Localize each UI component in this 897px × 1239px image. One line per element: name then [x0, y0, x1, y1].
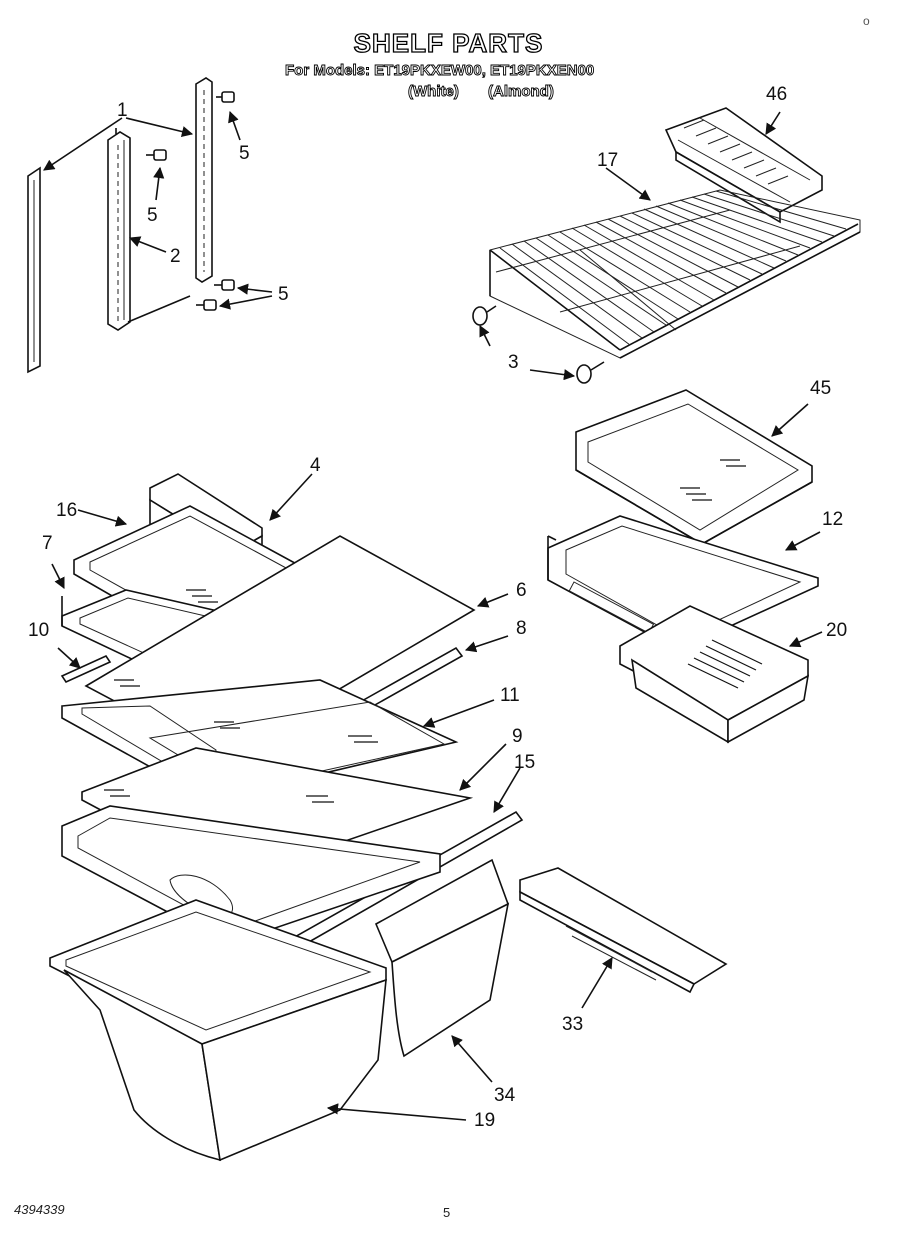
shelf-glass-assembly-45 [575, 389, 813, 545]
meat-drawer-20 [619, 605, 810, 744]
callout-8: 8 [516, 618, 527, 639]
callout-7: 7 [42, 533, 53, 554]
shelf-end-cap [472, 305, 497, 326]
callout-11: 11 [500, 685, 520, 706]
models-line: For Models: ET19PKXEW00, ET19PKXEN00 [285, 62, 595, 80]
ice-tray [664, 107, 823, 224]
screw-icon [146, 149, 167, 161]
callout-4: 4 [310, 455, 321, 476]
trim-strip-10 [60, 654, 112, 684]
callout-45: 45 [810, 378, 832, 399]
screw-icon [196, 299, 217, 311]
callout-16: 16 [56, 500, 78, 521]
shelf-rail-left [27, 166, 41, 374]
callout-9: 9 [512, 726, 523, 747]
callout-34: 34 [494, 1085, 516, 1106]
page-number: 5 [443, 1205, 451, 1220]
callout-1: 1 [117, 100, 128, 121]
crisper-cover-frame-12 [547, 515, 819, 651]
callout-15: 15 [514, 752, 536, 773]
callout-5c: 5 [278, 284, 289, 305]
callout-12: 12 [822, 509, 844, 530]
page-title: SHELF PARTS [353, 27, 544, 58]
shelf-rail-right [195, 77, 213, 283]
cover-support-33 [519, 867, 728, 994]
callout-5b: 5 [147, 205, 158, 226]
crisper-drawer-34 [374, 858, 510, 1058]
callout-20: 20 [826, 620, 848, 641]
shelf-rail-center [107, 131, 131, 331]
screw-icon [214, 279, 235, 291]
color-almond-label: (Almond) [488, 83, 555, 101]
callout-10: 10 [28, 620, 50, 641]
callout-33: 33 [562, 1014, 584, 1035]
document-number: 4394339 [14, 1202, 65, 1217]
corner-mark: o [863, 14, 870, 28]
screw-icon [216, 91, 235, 103]
callout-5a: 5 [239, 143, 250, 164]
color-white-label: (White) [408, 83, 460, 101]
callout-6: 6 [516, 580, 527, 601]
callout-3: 3 [508, 352, 519, 373]
callout-17: 17 [597, 150, 619, 171]
callout-46: 46 [766, 84, 788, 105]
callout-19: 19 [474, 1110, 496, 1131]
shelf-end-cap [576, 361, 605, 384]
crisper-drawer-19 [49, 899, 387, 1162]
crisper-cover-frame [61, 805, 441, 945]
callout-2: 2 [170, 246, 181, 267]
wire-shelf [489, 189, 861, 359]
